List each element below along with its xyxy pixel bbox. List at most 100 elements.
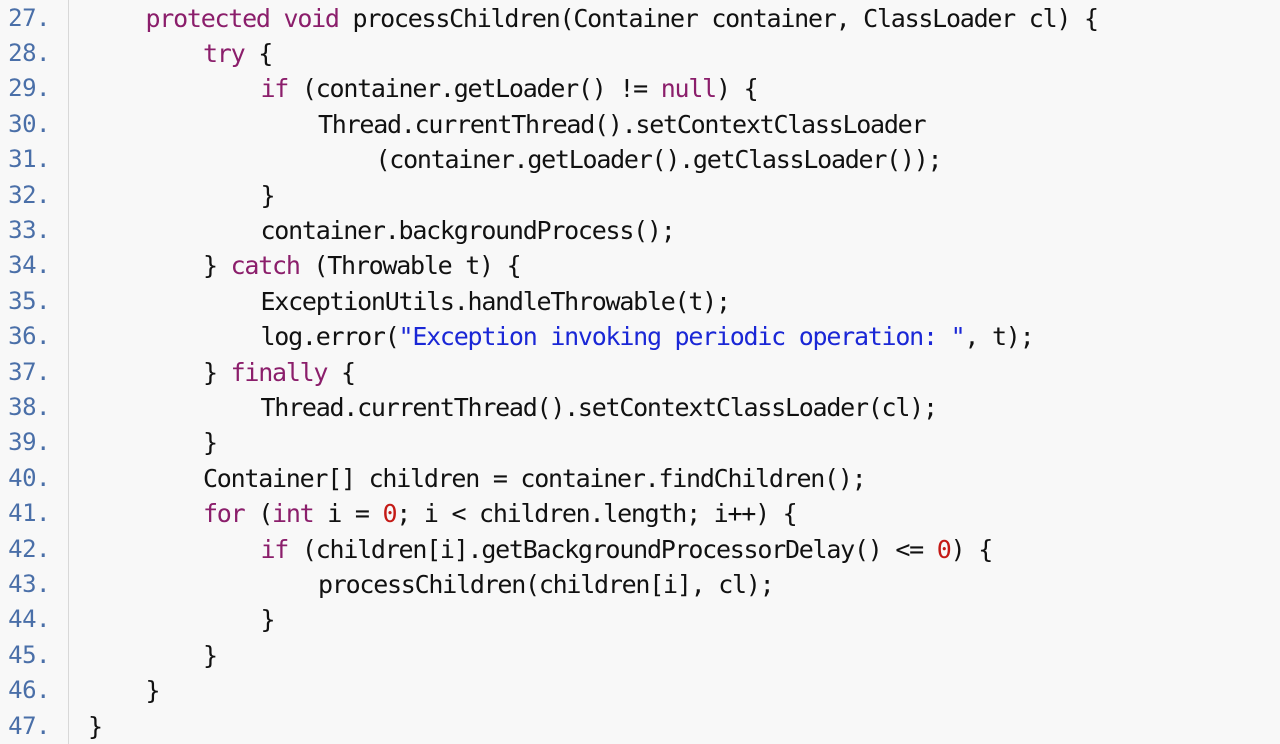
number-literal: 0 xyxy=(936,534,952,564)
code-text: (container.getLoader().getClassLoader())… xyxy=(375,142,943,177)
code-line: 41. for (int i = 0; i < children.length; … xyxy=(0,496,1280,531)
code-text: if (children[i].getBackgroundProcessorDe… xyxy=(260,532,994,567)
keyword-token: int xyxy=(272,499,315,529)
number-literal: 0 xyxy=(382,499,397,529)
code-text: Thread.currentThread().setContextClassLo… xyxy=(318,107,927,142)
code-line: 47.} xyxy=(0,709,1280,744)
line-number: 28. xyxy=(8,38,50,67)
code-token: processChildren(children[i], cl); xyxy=(318,569,775,599)
line-number: 42. xyxy=(8,534,50,563)
code-line: 37.} finally { xyxy=(0,355,1280,390)
code-text: if (container.getLoader() != null) { xyxy=(260,71,759,106)
line-number: 33. xyxy=(8,215,50,244)
code-line: 46.} xyxy=(0,673,1280,708)
code-line: 34.} catch (Throwable t) { xyxy=(0,248,1280,283)
code-token: } xyxy=(260,605,276,635)
code-text: container.backgroundProcess(); xyxy=(260,213,676,248)
code-token: } xyxy=(203,251,231,281)
line-number: 44. xyxy=(8,605,50,634)
code-line: 32.} xyxy=(0,178,1280,213)
keyword-token: if xyxy=(260,74,290,104)
line-number: 37. xyxy=(8,357,50,386)
line-number: 35. xyxy=(8,286,50,315)
code-text: Thread.currentThread().setContextClassLo… xyxy=(261,390,939,425)
code-token: } xyxy=(88,711,103,741)
line-number: 46. xyxy=(8,676,50,705)
code-line: 30. Thread.currentThread().setContextClas… xyxy=(0,107,1280,142)
code-token: Container[] children = container.findChi… xyxy=(203,463,867,493)
line-number: 38. xyxy=(8,392,50,421)
code-text: Container[] children = container.findChi… xyxy=(203,461,867,496)
code-line: 31.(container.getLoader().getClassLoader… xyxy=(0,142,1280,177)
code-line: 33. container.backgroundProcess(); xyxy=(0,213,1280,248)
line-number-gutter xyxy=(0,0,69,744)
code-line: 39.} xyxy=(0,425,1280,460)
code-text: } finally { xyxy=(203,355,356,390)
line-number: 36. xyxy=(8,322,50,351)
code-line: 44.} xyxy=(0,602,1280,637)
keyword-token: catch xyxy=(230,251,301,281)
line-number: 47. xyxy=(8,711,50,740)
line-number: 43. xyxy=(8,569,50,598)
code-token: container.backgroundProcess(); xyxy=(260,215,676,245)
code-text: try { xyxy=(203,36,273,71)
code-line: 38. Thread.currentThread().setContextClas… xyxy=(0,390,1280,425)
code-token: } xyxy=(203,428,218,458)
code-token: log.error( xyxy=(260,322,400,352)
code-line: 40. Container[] children = container.find… xyxy=(0,461,1280,496)
code-token: (container.getLoader() != xyxy=(288,74,661,104)
code-token: { xyxy=(327,357,356,387)
code-line: 43. processChildren(children[i], cl); xyxy=(0,567,1280,602)
code-token: processChildren(Container container, Cla… xyxy=(338,3,1100,33)
line-number: 41. xyxy=(8,499,50,528)
code-line: 29. if (container.getLoader() != null) { xyxy=(0,71,1280,106)
code-line: 27. protected void processChildren(Contai… xyxy=(0,1,1280,36)
code-text: } xyxy=(88,709,103,744)
code-token: ) { xyxy=(715,74,759,104)
line-number: 34. xyxy=(8,251,50,280)
code-text: } xyxy=(260,178,276,213)
line-number: 29. xyxy=(8,74,50,103)
code-token: ExceptionUtils.handleThrowable(t); xyxy=(260,286,732,316)
line-number: 40. xyxy=(8,463,50,492)
code-token: } xyxy=(203,357,231,387)
keyword-token: null xyxy=(660,74,717,104)
string-literal: "Exception invoking periodic operation: … xyxy=(398,322,966,352)
code-text: } xyxy=(203,638,218,673)
keyword-token: if xyxy=(260,534,290,564)
code-line: 28. try { xyxy=(0,36,1280,71)
code-token: } xyxy=(260,180,276,210)
code-token: (children[i].getBackgroundProcessorDelay… xyxy=(288,534,937,564)
code-text: } xyxy=(260,602,276,637)
code-token: Thread.currentThread().setContextClassLo… xyxy=(318,109,927,139)
code-token: (Throwable t) { xyxy=(299,251,521,281)
line-number: 45. xyxy=(8,640,50,669)
keyword-token: protected void xyxy=(145,3,340,33)
code-text: protected void processChildren(Container… xyxy=(145,1,1100,36)
code-token: , t); xyxy=(964,322,1034,352)
line-number: 30. xyxy=(8,109,50,138)
code-text: } catch (Throwable t) { xyxy=(203,248,522,283)
code-text: } xyxy=(145,673,161,708)
code-token: ) { xyxy=(950,534,994,564)
line-number: 32. xyxy=(8,180,50,209)
code-line: 36. log.error("Exception invoking periodi… xyxy=(0,319,1280,354)
code-token: } xyxy=(145,676,161,706)
code-token: ( xyxy=(244,499,273,529)
keyword-token: try xyxy=(203,38,246,68)
code-token: { xyxy=(244,38,273,68)
code-line: 45.} xyxy=(0,638,1280,673)
code-text: log.error("Exception invoking periodic o… xyxy=(260,319,1035,354)
keyword-token: for xyxy=(203,499,246,529)
code-token: ; i < children.length; i++) { xyxy=(396,499,798,529)
line-number: 27. xyxy=(8,3,50,32)
code-token: (container.getLoader().getClassLoader())… xyxy=(375,145,943,175)
code-token: i = xyxy=(313,499,383,529)
code-text: } xyxy=(203,425,218,460)
code-text: for (int i = 0; i < children.length; i++… xyxy=(203,496,798,531)
code-token: } xyxy=(203,640,218,670)
code-line: 35. ExceptionUtils.handleThrowable(t); xyxy=(0,284,1280,319)
keyword-token: finally xyxy=(230,357,329,387)
code-text: ExceptionUtils.handleThrowable(t); xyxy=(260,284,732,319)
